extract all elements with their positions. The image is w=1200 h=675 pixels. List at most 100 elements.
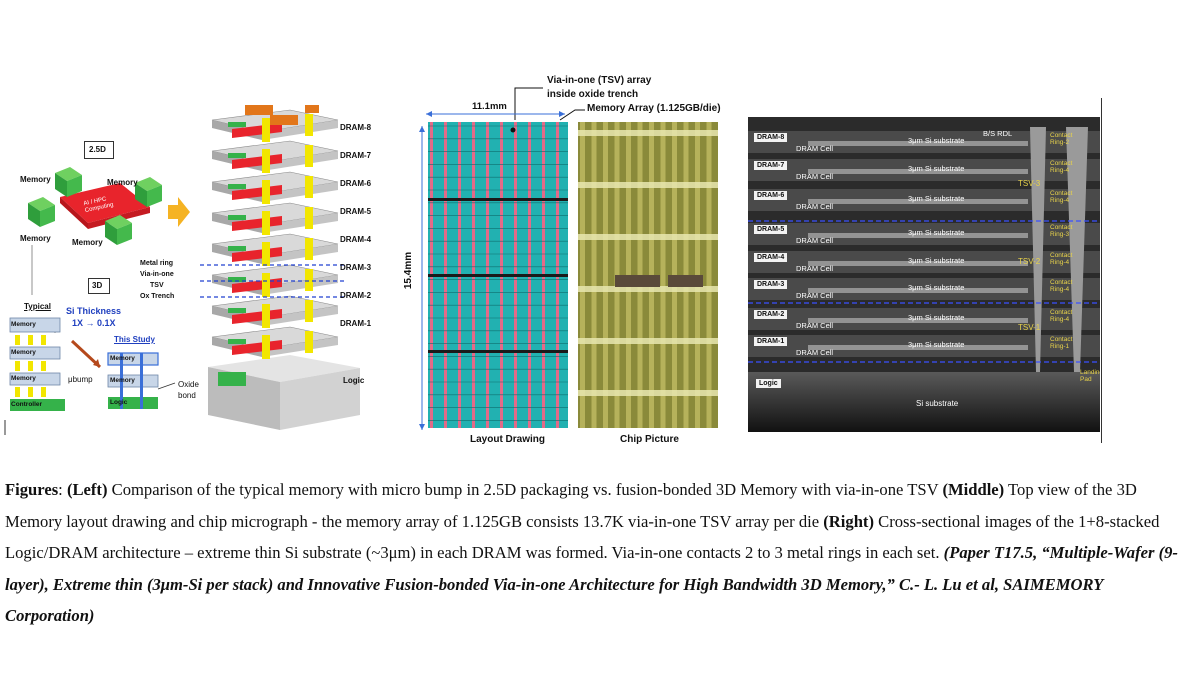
xs-contact-ring: Contact Ring-3: [1050, 224, 1073, 238]
chip-row-stripe: [578, 182, 718, 188]
dram-cell-block: [228, 153, 246, 158]
xs-dram-cell: DRAM Cell: [796, 144, 834, 153]
xs-landing-pad: Landing Pad: [1080, 369, 1100, 383]
study-memory-label: Memory: [110, 355, 135, 362]
xs-si-3um: 3μm Si substrate: [908, 256, 965, 265]
xs-tsv-label: TSV-1: [1018, 323, 1041, 332]
xs-substrate-band: [808, 288, 1028, 293]
dram-cell-block: [228, 122, 246, 127]
chip-column-stripe: [603, 122, 608, 428]
dram-layer-front: [262, 120, 338, 140]
stack-memory-label: Memory: [11, 349, 36, 356]
xs-dram-label: DRAM-6: [754, 191, 788, 200]
xs-dram-cell: DRAM Cell: [796, 264, 834, 273]
caption-left-tag: (Left): [66, 480, 108, 499]
xs-contact-ring: Contact Ring-2: [1050, 132, 1073, 146]
xs-dram-cell: DRAM Cell: [796, 348, 834, 357]
width-label: 11.1mm: [472, 101, 507, 112]
chip-column-stripe: [591, 122, 597, 428]
xs-contact-ring: Contact Ring-4: [1050, 309, 1073, 323]
xs-tsv-label: TSV-3: [1018, 179, 1041, 188]
label-3d: 3D: [92, 281, 103, 290]
label-3d-box: [88, 278, 110, 294]
chip-row-stripe: [578, 286, 718, 292]
memory-label: Memory: [107, 178, 138, 187]
controller-block: [10, 399, 65, 411]
tsv-pillar: [262, 304, 270, 328]
tsv-pillar: [262, 149, 270, 173]
side-label: Via-in-one: [140, 271, 174, 278]
ai-hpc-chip: [60, 183, 150, 223]
xs-si-3um: 3μm Si substrate: [908, 194, 965, 203]
memory-cube: [28, 197, 55, 227]
caption-middle-text: Top view of the 3D Memory layout drawing…: [5, 480, 1137, 531]
transition-arrow: [168, 197, 190, 227]
caption-paper-ref: (Paper T17.5, “Multiple-Wafer (9-layer),…: [5, 543, 1178, 625]
xs-contact-ring: Contact Ring-4: [1050, 252, 1073, 266]
layout-row-divider: [428, 198, 568, 201]
xs-dram-cell: DRAM Cell: [796, 236, 834, 245]
xs-si-3um: 3μm Si substrate: [908, 340, 965, 349]
tsv-pillar: [305, 331, 313, 353]
memory-label: Memory: [20, 175, 51, 184]
logic-label: Logic: [343, 376, 365, 385]
dram-layer-label: DRAM-2: [340, 291, 372, 300]
right-figure-frame: [1101, 98, 1102, 443]
xs-dram-label: DRAM-4: [754, 253, 788, 262]
tsv-pillar: [305, 145, 313, 167]
label-2-5d: 2.5D: [89, 145, 106, 154]
this-study-label: This Study: [114, 335, 155, 344]
xs-substrate-band: [808, 169, 1028, 174]
xs-substrate-band: [808, 199, 1028, 204]
dram-layer-front: [262, 182, 338, 202]
side-label: Ox Trench: [140, 293, 175, 300]
chip-row-stripe: [578, 390, 718, 396]
dram-cell-block: [228, 277, 246, 282]
si-thickness-label: Si Thickness: [66, 306, 122, 316]
tsv-pillar: [305, 207, 313, 229]
dram-layer-front: [262, 151, 338, 171]
left-figure: 2.5D Memory Memory Memory Memory AI / HP…: [0, 85, 410, 435]
tsv-pillar: [262, 335, 270, 359]
middle-figure-graphic: [419, 87, 718, 430]
chip-row-stripe: [578, 338, 718, 344]
xs-si-3um: 3μm Si substrate: [908, 283, 965, 292]
tsv-pillar: [305, 300, 313, 322]
dram-layer-label: DRAM-5: [340, 207, 372, 216]
caption-middle-tag: (Middle): [942, 480, 1005, 499]
xs-si-3um: 3μm Si substrate: [908, 164, 965, 173]
xs-dram-cell: DRAM Cell: [796, 291, 834, 300]
figure-caption: Figures: (Left) Comparison of the typica…: [5, 480, 1178, 625]
memory-array-label: Memory Array (1.125GB/die): [587, 103, 721, 114]
ubump-label: μbump: [68, 375, 93, 384]
tsv-pillar: [262, 180, 270, 204]
xs-si-substrate: Si substrate: [916, 399, 959, 408]
xs-substrate-band: [808, 318, 1028, 323]
cross-section-graphic: [748, 127, 1100, 432]
tsv-pillar: [262, 211, 270, 235]
height-label: 15.4mm: [403, 251, 415, 290]
chip-row-stripe: [578, 130, 718, 136]
chip-column-stripe: [660, 122, 666, 428]
dram-layer-label: DRAM-6: [340, 179, 372, 188]
stack-memory-label: Memory: [11, 321, 36, 328]
dram-cell-block: [228, 246, 246, 251]
xs-contact-ring: Contact Ring-4: [1050, 190, 1073, 204]
logic-small-label: Logic: [110, 399, 128, 406]
memory-label: Memory: [20, 234, 51, 243]
tsv-pillar: [305, 176, 313, 198]
caption-right-text: Cross-sectional images of the 1+8-stacke…: [5, 511, 1160, 563]
tsv-pillar: [305, 269, 313, 291]
memory-label: Memory: [72, 238, 103, 247]
dram-cell-block: [228, 339, 246, 344]
layout-row-divider: [428, 274, 568, 277]
controller-label: Controller: [11, 401, 43, 408]
dram-layer-front: [262, 275, 338, 295]
layout-caption: Layout Drawing: [470, 434, 546, 445]
side-label: TSV: [150, 282, 164, 289]
dram-stack: [200, 105, 360, 430]
xs-dram-label: DRAM-5: [754, 225, 788, 234]
xs-substrate-band: [808, 345, 1028, 350]
memory-cube: [55, 167, 82, 197]
